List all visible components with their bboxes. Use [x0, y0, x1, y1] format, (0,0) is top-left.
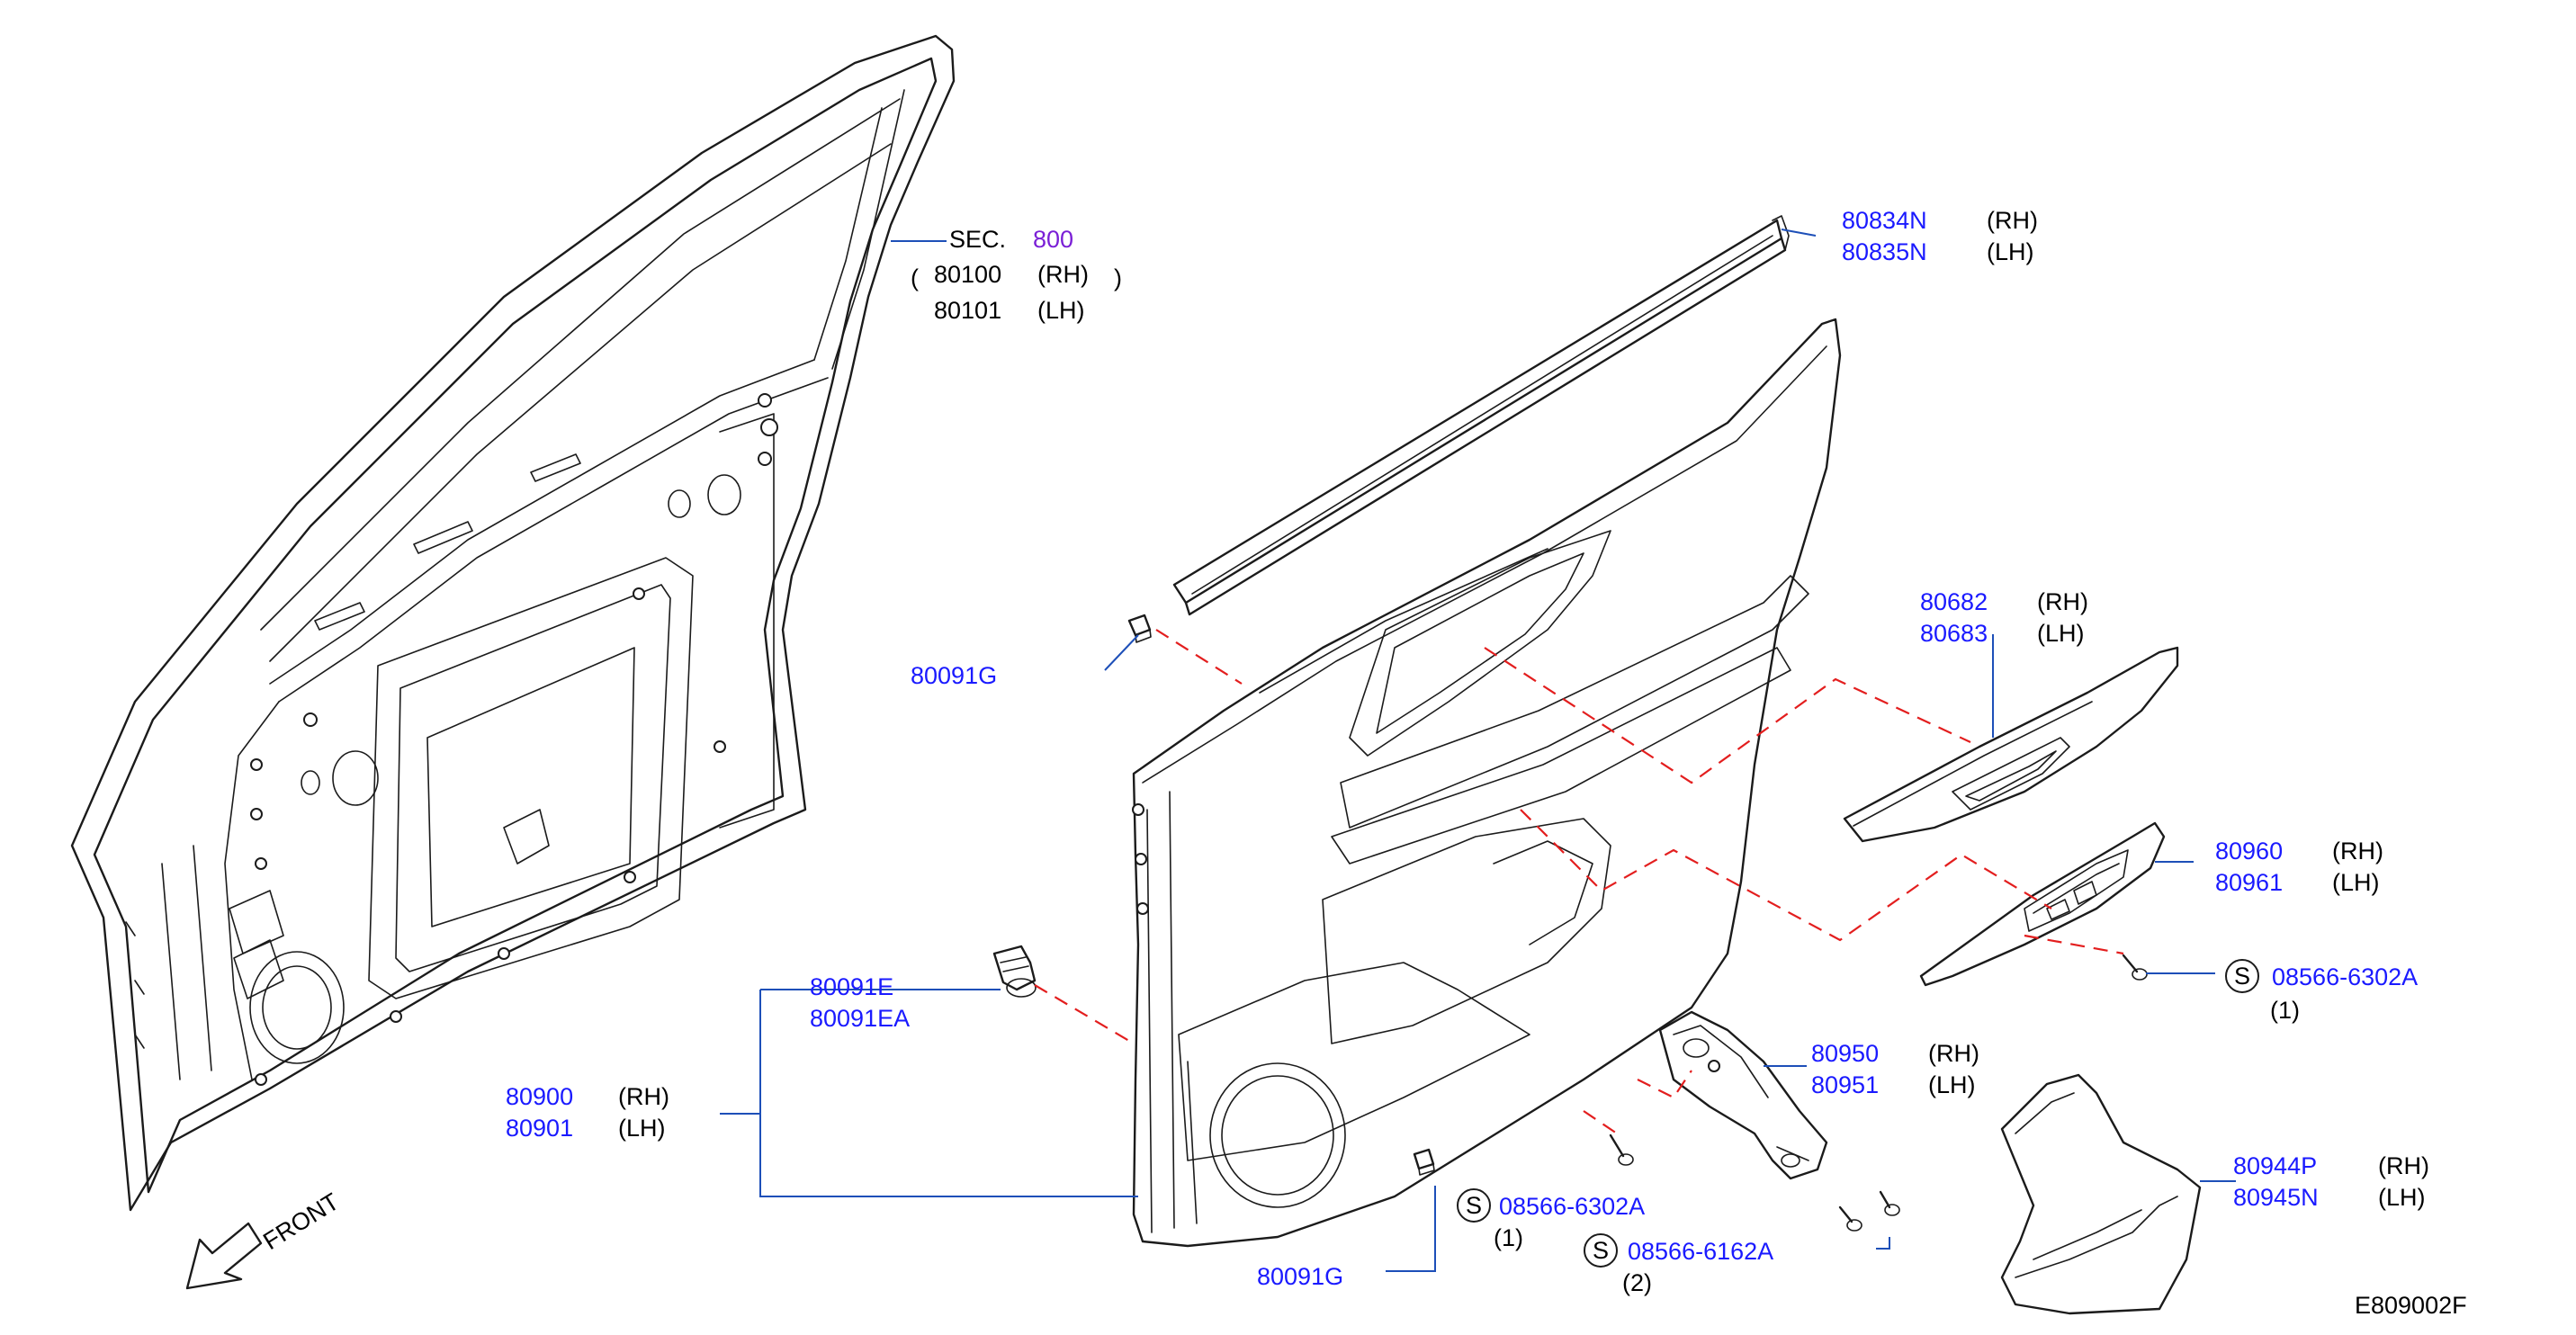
door-shell-rh-tag: (RH) [1037, 261, 1089, 288]
pull-handle-cover-lh-number[interactable]: 80945N [2233, 1184, 2319, 1211]
armrest-finisher-lh-number[interactable]: 80683 [1920, 620, 1988, 647]
pull-handle-cover-rh-number[interactable]: 80944P [2233, 1152, 2317, 1179]
weatherstrip-lh-tag: (LH) [1987, 238, 2034, 265]
bracket-lh-number[interactable]: 80951 [1811, 1071, 1879, 1098]
bracket-lh-tag: (LH) [1928, 1071, 1976, 1098]
clip-upper-illustration [1127, 614, 1152, 643]
screw-bracket-illustration [1838, 1190, 1900, 1232]
screw-switch-illustration [2122, 954, 2148, 981]
screw-switch-symbol-circle [2225, 959, 2259, 993]
armrest-finisher-lh-tag: (LH) [2037, 620, 2085, 647]
door-shell-lh-number: 80101 [934, 297, 1001, 324]
weatherstrip-rh-number[interactable]: 80834N [1842, 207, 1927, 234]
push-clip-illustration [992, 945, 1037, 998]
screw-bracket-qty: (2) [1622, 1269, 1652, 1296]
clip-lower-illustration [1413, 1148, 1435, 1176]
push-clip-number-2[interactable]: 80091EA [810, 1005, 910, 1032]
switch-finisher-lh-number[interactable]: 80961 [2215, 869, 2283, 896]
armrest-finisher-rh-number[interactable]: 80682 [1920, 588, 1988, 615]
bracket-rh-tag: (RH) [1928, 1040, 1979, 1067]
front-arrow [185, 1222, 263, 1290]
pull-handle-cover-illustration [2000, 1073, 2202, 1315]
screw-bracket-symbol-circle [1584, 1233, 1618, 1268]
door-trim-rh-tag: (RH) [618, 1083, 669, 1110]
screw-trim-qty: (1) [1494, 1224, 1523, 1251]
switch-finisher-rh-tag: (RH) [2332, 838, 2383, 865]
push-clip-number-1[interactable]: 80091E [810, 973, 893, 1000]
paren-open: ( [911, 264, 919, 291]
door-trim-lh-number[interactable]: 80901 [506, 1115, 573, 1142]
pull-handle-cover-lh-tag: (LH) [2378, 1184, 2426, 1211]
bracket-illustration [1658, 1010, 1828, 1180]
door-shell-illustration [70, 34, 956, 1212]
clip-lower-number[interactable]: 80091G [1257, 1263, 1343, 1290]
screw-trim-illustration [1609, 1133, 1634, 1166]
armrest-finisher-illustration [1843, 646, 2179, 843]
diagram-code: E809002F [2355, 1292, 2467, 1319]
screw-trim-symbol: S [1466, 1192, 1482, 1219]
pull-handle-cover-rh-tag: (RH) [2378, 1152, 2429, 1179]
weatherstrip-rh-tag: (RH) [1987, 207, 2038, 234]
sec-prefix: SEC. [949, 226, 1006, 253]
leader-lines [720, 228, 2236, 1272]
paren-close: ) [1114, 264, 1122, 291]
screw-trim-symbol-circle [1457, 1188, 1491, 1223]
screw-switch-number[interactable]: 08566-6302A [2272, 963, 2418, 990]
screw-switch-qty: (1) [2270, 997, 2300, 1024]
clip-upper-number[interactable]: 80091G [911, 662, 997, 689]
door-trim-lh-tag: (LH) [618, 1115, 666, 1142]
weatherstrip-illustration [1172, 215, 1790, 616]
door-trim-illustration [1132, 318, 1842, 1248]
door-shell-lh-tag: (LH) [1037, 297, 1085, 324]
screw-bracket-symbol: S [1593, 1237, 1609, 1264]
switch-finisher-lh-tag: (LH) [2332, 869, 2380, 896]
switch-finisher-rh-number[interactable]: 80960 [2215, 838, 2283, 865]
front-label: FRONT [258, 1187, 344, 1255]
screw-trim-number[interactable]: 08566-6302A [1499, 1193, 1645, 1220]
weatherstrip-lh-number[interactable]: 80835N [1842, 238, 1927, 265]
assembly-dashed-lines [1034, 629, 2124, 1136]
screw-switch-symbol: S [2234, 963, 2250, 990]
switch-finisher-illustration [1919, 821, 2166, 987]
screw-bracket-number[interactable]: 08566-6162A [1628, 1238, 1773, 1265]
door-shell-rh-number: 80100 [934, 261, 1001, 288]
door-trim-rh-number[interactable]: 80900 [506, 1083, 573, 1110]
sec-ref-link[interactable]: 800 [1033, 226, 1073, 253]
bracket-rh-number[interactable]: 80950 [1811, 1040, 1879, 1067]
armrest-finisher-rh-tag: (RH) [2037, 588, 2088, 615]
